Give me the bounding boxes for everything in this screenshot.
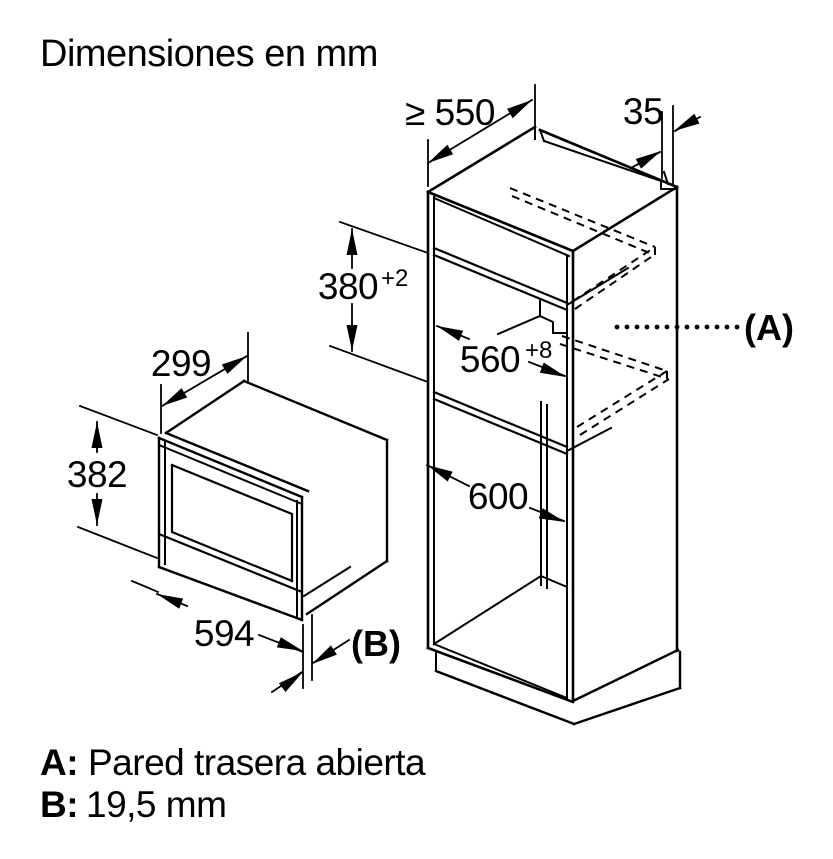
dim-rear-clearance-label: 35: [623, 91, 663, 132]
dim-niche-width-tolerance: +8: [525, 337, 552, 364]
niche-shelves: [432, 246, 569, 456]
dim-appliance-width: 594: [130, 579, 305, 654]
dim-cabinet-width-label: 600: [468, 476, 528, 517]
cabinet-plinth: [434, 650, 682, 726]
dim-niche-height-label: 380: [318, 266, 378, 307]
microwave-drawing: [157, 379, 389, 622]
cabinet-interior-details: [432, 266, 630, 646]
cabinet-top-left-edge: [426, 125, 537, 194]
dim-depth-min: ≥ 550: [405, 84, 536, 187]
dim-appliance-depth: 299: [151, 332, 249, 434]
cabinet-front-bottom-edge: [426, 646, 575, 704]
dim-niche-height-tolerance: +2: [381, 265, 408, 292]
callout-b-label: (B): [351, 623, 401, 664]
legend-b-key: B:: [40, 784, 78, 825]
callout-a: (A): [614, 307, 794, 348]
dim-appliance-depth-label: 299: [151, 343, 211, 384]
callout-b: (B): [270, 614, 401, 694]
dim-niche-height: 380 +2: [318, 220, 430, 384]
cabinet-dimensions: ≥ 550 35 380 +2 560: [318, 84, 794, 523]
cabinet-right-top-edge: [571, 185, 679, 253]
door-bottom-strip: [157, 532, 304, 594]
dotted-leader-a: [614, 324, 740, 330]
dim-appliance-height-label: 382: [67, 454, 127, 495]
hidden-shelf-outlines: [509, 187, 670, 436]
legend-a-key: A:: [40, 742, 78, 783]
dim-cabinet-width: 600: [425, 463, 566, 523]
dim-depth-min-label: ≥ 550: [405, 92, 495, 133]
dim-appliance-width-label: 594: [194, 613, 254, 654]
microwave-door: [157, 436, 304, 622]
dim-niche-width-label: 560: [460, 339, 520, 380]
dim-niche-width: 560 +8: [435, 324, 567, 380]
door-window: [170, 463, 294, 583]
cabinet-drawing: [426, 125, 682, 726]
callout-a-label: (A): [744, 307, 794, 348]
cabinet-front-top-edge: [426, 190, 575, 253]
legend-a-value: Pared trasera abierta: [88, 742, 426, 783]
cabinet-top-back-edge: [538, 128, 679, 189]
page-title: Dimensiones en mm: [40, 33, 378, 75]
dim-rear-clearance: 35: [623, 91, 702, 185]
dim-appliance-height: 382: [67, 404, 159, 560]
legend: A: Pared trasera abierta B: 19,5 mm: [40, 742, 427, 825]
microwave-dimensions: 299 382 594 (B): [67, 332, 401, 694]
microwave-body: [164, 379, 389, 616]
legend-b-value: 19,5 mm: [86, 784, 226, 825]
